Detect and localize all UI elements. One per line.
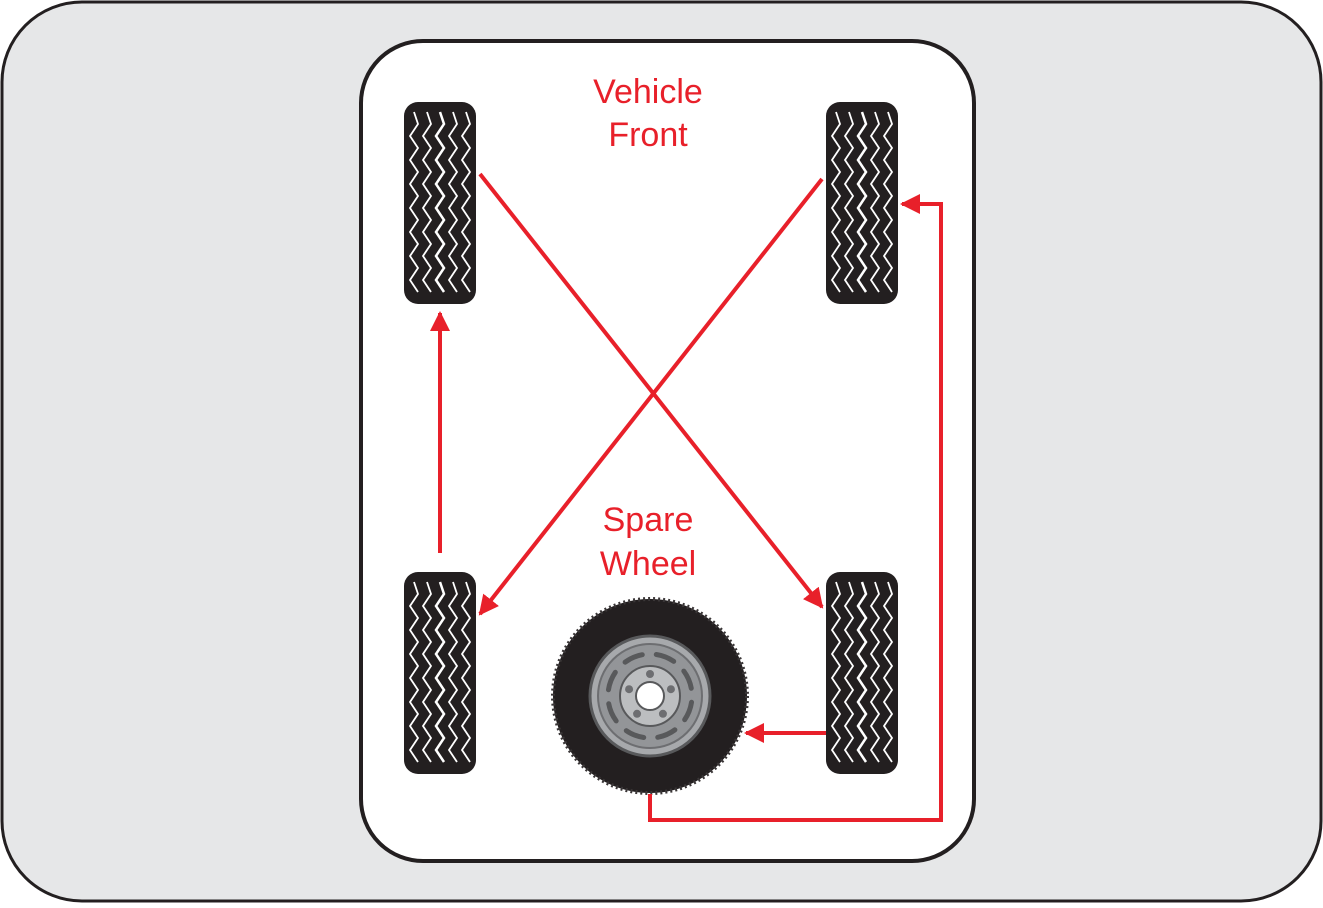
rear-left-tire [404, 572, 476, 774]
tire-tread-groove [421, 111, 433, 293]
rear-right-tire [826, 572, 898, 774]
rotation-arrows [430, 172, 943, 822]
tire-tread-groove [830, 111, 842, 293]
tire-tread-groove [421, 581, 433, 763]
vehicle-front-label-line2: Front [608, 116, 688, 154]
spare-rim-vents [605, 651, 695, 741]
tire-tread-groove [460, 111, 472, 293]
tire-tread-groove [434, 581, 446, 763]
rim-vent [681, 668, 694, 691]
vehicle-body [359, 39, 976, 863]
tire-tread-groove [843, 581, 855, 763]
lug-nut [666, 685, 675, 694]
tire-tread-groove [882, 581, 894, 763]
tire-tread-groove [460, 581, 472, 763]
lug-nut [658, 709, 667, 718]
arrow-front-left-to-rear-right [478, 172, 824, 609]
tire-tread-groove [447, 111, 459, 293]
front-left-tire [404, 102, 476, 304]
rim-vent [606, 701, 619, 724]
tire-tread-groove [434, 111, 446, 293]
lug-nut [633, 709, 642, 718]
rim-vent [623, 728, 647, 741]
tire-tread-groove [869, 581, 881, 763]
tire-tread-groove [869, 111, 881, 293]
arrow-spare-to-front-right [648, 194, 943, 822]
spare-wheel-label-line2: Wheel [600, 545, 696, 583]
spare-center-bore [635, 681, 665, 711]
spare-lug-nuts [625, 670, 675, 718]
tire-tread-groove [856, 581, 868, 763]
vehicle-front-label-line1: Vehicle [593, 73, 703, 111]
tire-tread-groove [882, 111, 894, 293]
tire-tread-groove [408, 581, 420, 763]
lug-nut [625, 685, 634, 694]
front-right-tire [826, 102, 898, 304]
rim-vent [653, 651, 677, 664]
spare-wheel [551, 597, 749, 795]
rim-vent [682, 699, 695, 723]
tire-tread-groove [856, 111, 868, 293]
tire-tread-groove [830, 581, 842, 763]
spare-wheel-label-line1: Spare [603, 501, 694, 539]
rim-vent [605, 669, 618, 693]
spare-tire-tread [551, 597, 749, 795]
tire-tread-groove [447, 581, 459, 763]
tire-tread-groove [843, 111, 855, 293]
tire-tread-groove [408, 111, 420, 293]
arrow-front-right-to-rear-left [478, 177, 824, 616]
lug-nut [646, 670, 654, 678]
rim-vent [622, 652, 645, 665]
rim-vent [655, 727, 678, 740]
